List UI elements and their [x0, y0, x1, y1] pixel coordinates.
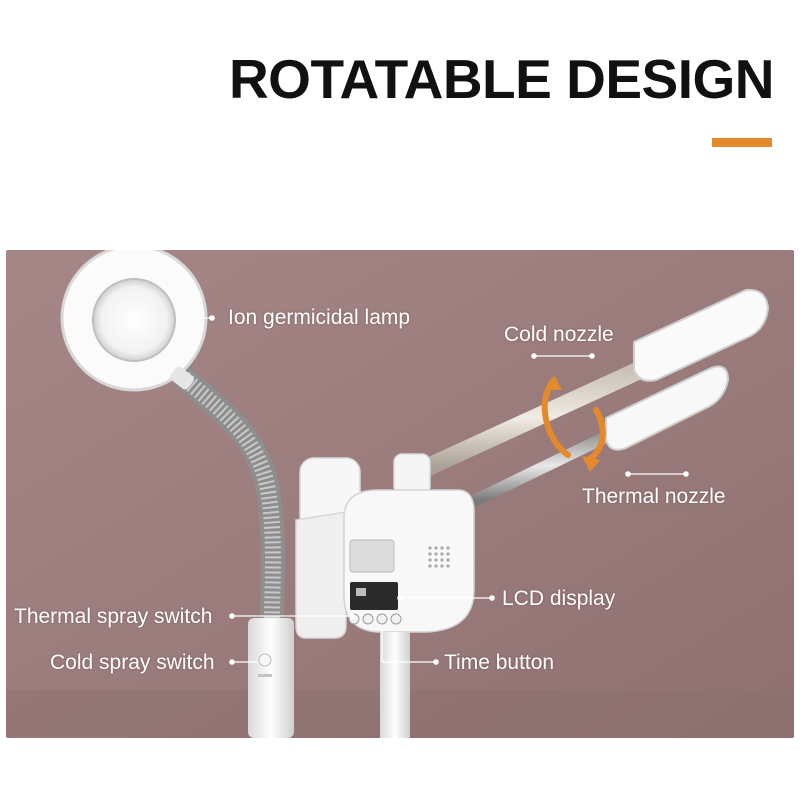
steamer-pole	[380, 632, 410, 738]
time-button[interactable]	[376, 613, 388, 625]
label-thermal-spray-switch: Thermal spray switch	[14, 605, 213, 628]
rotation-arrow-icon	[541, 376, 606, 472]
arm-collar	[393, 453, 431, 495]
cold-spray-switch-button[interactable]	[258, 653, 272, 667]
accent-bar	[712, 138, 772, 147]
panel-button[interactable]	[390, 613, 402, 625]
label-thermal-nozzle: Thermal nozzle	[582, 485, 726, 508]
label-cold-spray-switch: Cold spray switch	[50, 651, 215, 674]
label-cold-nozzle: Cold nozzle	[504, 323, 614, 346]
label-ion-germicidal-lamp: Ion germicidal lamp	[228, 306, 411, 329]
lamp-joint	[170, 366, 194, 390]
label-lcd-display: LCD display	[502, 587, 616, 610]
leader-lines	[182, 315, 689, 665]
panel-button[interactable]	[362, 613, 374, 625]
cold-nozzle-arm	[417, 359, 653, 477]
indicator-window	[349, 539, 395, 573]
switch-caption	[258, 674, 272, 677]
steamer-housing	[295, 511, 347, 639]
lamp-lens	[92, 278, 176, 362]
product-photo: Ion germicidal lamp Cold nozzle Thermal …	[6, 250, 794, 738]
speaker-grille	[428, 546, 450, 568]
cold-nozzle	[633, 288, 770, 382]
lcd-readout	[356, 588, 366, 596]
thermal-nozzle	[605, 365, 730, 451]
label-time-button: Time button	[444, 651, 555, 674]
gooseneck-arm-highlight	[178, 372, 281, 623]
lamp-pole	[248, 618, 294, 738]
headline: ROTATABLE DESIGN	[228, 48, 775, 110]
